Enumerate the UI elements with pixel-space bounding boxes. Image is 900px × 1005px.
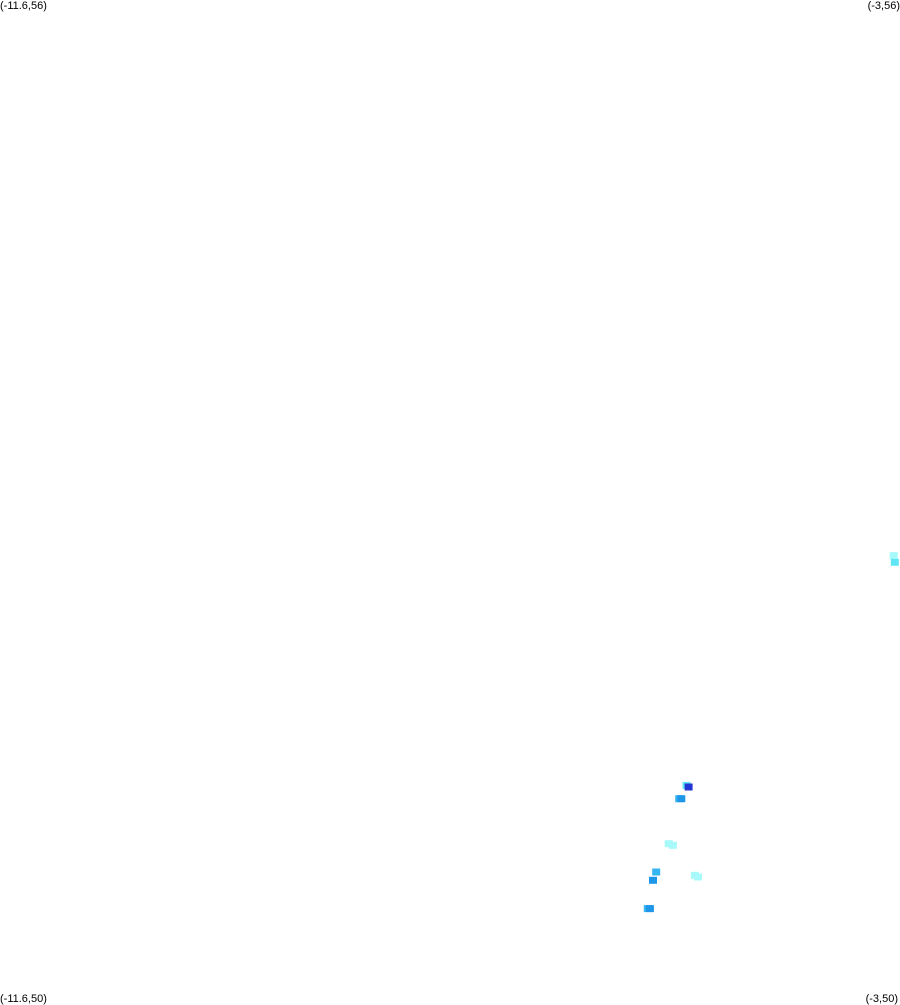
corner-label-bottom-right: (-3,50): [865, 993, 898, 1005]
marker-layer: [643, 552, 899, 913]
map-marker[interactable]: [645, 905, 654, 913]
map-marker[interactable]: [690, 871, 699, 879]
corner-label-top-left: (-11.6,56): [0, 0, 47, 12]
map-marker[interactable]: [889, 552, 898, 560]
map-marker[interactable]: [668, 841, 677, 849]
corner-label-bottom-left: (-11.6,50): [0, 993, 47, 1005]
map-marker[interactable]: [664, 840, 673, 848]
map-marker[interactable]: [652, 868, 661, 876]
map-marker[interactable]: [684, 783, 693, 791]
map-marker[interactable]: [649, 876, 657, 884]
corner-label-top-right: (-3,56): [867, 0, 900, 12]
map-marker[interactable]: [890, 558, 899, 566]
map-marker[interactable]: [677, 795, 686, 803]
